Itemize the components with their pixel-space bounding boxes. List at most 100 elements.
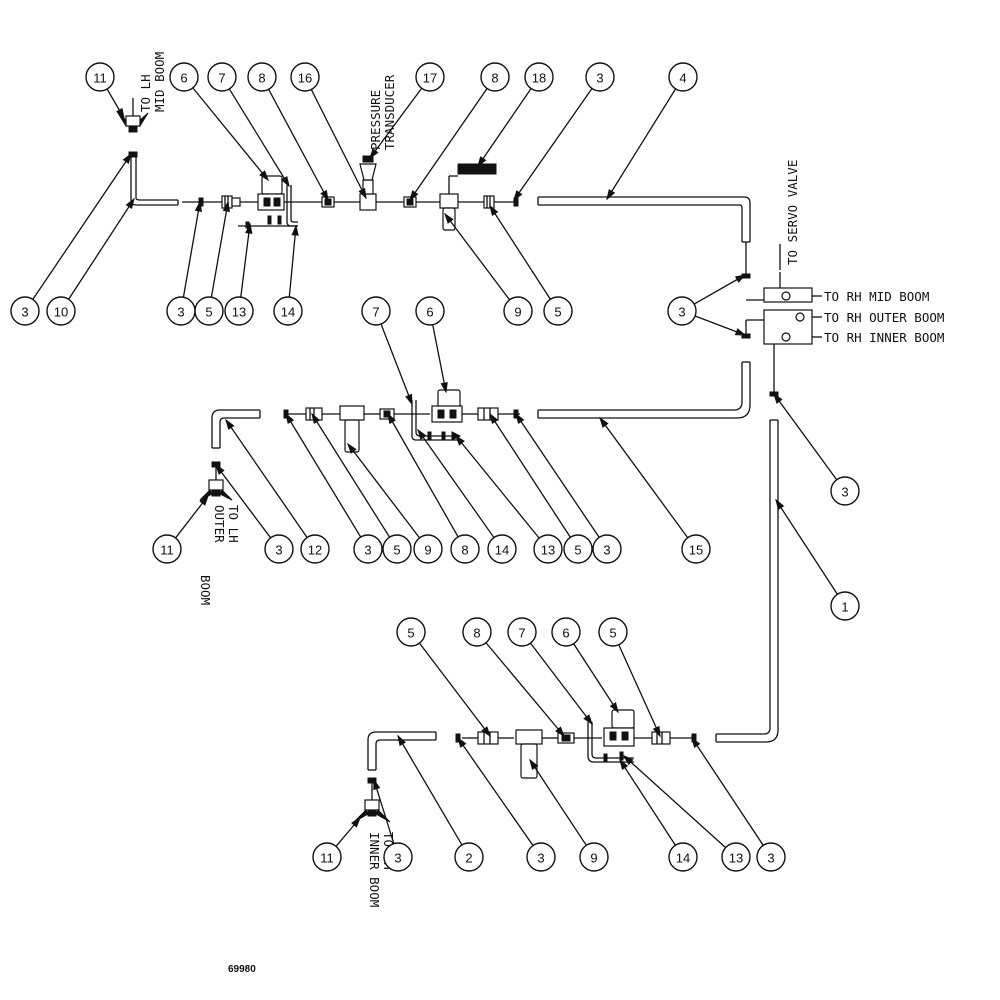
callout-circle (830, 476, 860, 506)
callout-circle (592, 534, 622, 564)
leader-line-8 (268, 89, 329, 201)
leader-arrowhead (311, 412, 321, 425)
leader-arrowhead (599, 416, 609, 428)
leader-arrowhead (619, 758, 629, 770)
hose-4 (538, 196, 751, 242)
callout-3: 3 (264, 534, 294, 564)
callout-circle (207, 62, 237, 92)
leader-line-3 (373, 779, 395, 844)
callout-number: 14 (676, 851, 690, 866)
callout-number: 7 (372, 305, 379, 320)
callout-number: 8 (473, 626, 480, 641)
callout-11: 11 (312, 842, 342, 872)
leader-arrowhead (122, 152, 132, 164)
leader-arrowhead (583, 714, 593, 726)
callout-circle (721, 842, 751, 872)
callout-circle (507, 617, 537, 647)
leader-line-9 (444, 213, 511, 301)
leader-arrowhead (440, 381, 448, 394)
solenoid-valve-6 (257, 175, 285, 211)
callout-circle (194, 296, 224, 326)
callout-number: 14 (495, 543, 509, 558)
leader-line-3 (693, 274, 746, 305)
callout-14: 14 (668, 842, 698, 872)
callout-circle (152, 534, 182, 564)
hose-12 (211, 409, 260, 448)
callout-5: 5 (382, 534, 412, 564)
solenoid-valve-6 (603, 709, 635, 747)
callout-3: 3 (353, 534, 383, 564)
callout-3: 3 (526, 842, 556, 872)
callout-number: 9 (590, 851, 597, 866)
callout-number: 5 (554, 305, 561, 320)
callout-6: 6 (551, 617, 581, 647)
text-labels: TO LH MID BOOM PRESSURE TRANSDUCER TO SE… (138, 52, 944, 975)
callout-3: 3 (830, 476, 860, 506)
callout-circle (85, 62, 115, 92)
bracket-14 (587, 722, 634, 763)
leader-line-5 (618, 644, 661, 737)
solenoid-valve-6 (431, 389, 463, 423)
leader-arrowhead (529, 758, 539, 770)
leader-arrowhead (116, 107, 125, 120)
leader-arrowhead (555, 726, 566, 738)
label-pressure: PRESSURE (368, 90, 383, 150)
leader-arrowhead (773, 392, 783, 404)
leader-line-5 (311, 413, 391, 538)
callout-1: 1 (830, 591, 860, 621)
servo-manifold (741, 242, 822, 397)
leader-arrowhead (285, 412, 295, 425)
leader-line-5 (210, 201, 229, 298)
callout-number: 8 (461, 543, 468, 558)
hose-2 (367, 731, 436, 770)
leader-line-14 (619, 759, 676, 846)
leader-arrowhead (245, 222, 253, 234)
callout-13: 13 (721, 842, 751, 872)
module-18 (457, 163, 497, 175)
callout-number: 11 (320, 851, 334, 866)
callout-3: 3 (756, 842, 786, 872)
leader-arrowhead (457, 736, 467, 748)
callout-number: 7 (518, 626, 525, 641)
leader-line-3 (182, 201, 201, 298)
hose-15 (538, 362, 743, 411)
callout-circle (361, 296, 391, 326)
leader-line-14 (417, 429, 495, 538)
screw-13 (619, 751, 624, 761)
callout-number: 9 (424, 543, 431, 558)
callout-circle (579, 842, 609, 872)
callout-7: 7 (361, 296, 391, 326)
callout-number: 5 (574, 543, 581, 558)
adapter-5 (221, 195, 241, 209)
callout-13: 13 (533, 534, 563, 564)
leader-line-15 (599, 417, 689, 539)
leader-arrowhead (775, 498, 785, 510)
bottom-parts (353, 709, 697, 823)
leader-line-6 (432, 324, 447, 393)
tee-fitting-11 (117, 98, 149, 133)
callout-number: 15 (689, 543, 703, 558)
leader-line-9 (529, 759, 587, 846)
label-to-lh-inner-line2: INNER BOOM (367, 832, 382, 907)
leader-line-5 (489, 205, 551, 300)
callout-circle (756, 842, 786, 872)
callout-13: 13 (224, 296, 254, 326)
callout-9: 9 (413, 534, 443, 564)
leader-arrowhead (347, 442, 357, 454)
callout-8: 8 (247, 62, 277, 92)
callout-circle (382, 534, 412, 564)
callout-number: 7 (218, 71, 225, 86)
callout-6: 6 (415, 296, 445, 326)
callout-number: 17 (423, 71, 437, 86)
leader-arrowhead (397, 734, 406, 747)
callout-number: 1 (841, 600, 848, 615)
callout-circle (273, 296, 303, 326)
callout-7: 7 (207, 62, 237, 92)
callout-number: 6 (180, 71, 187, 86)
callout-4: 4 (668, 62, 698, 92)
leader-line-4 (606, 88, 677, 200)
label-to-lh-outer-line1: TO LH (226, 505, 241, 543)
label-to-lh-outer-line2: OUTER (212, 505, 227, 543)
callout-number: 5 (205, 305, 212, 320)
leader-line-3 (32, 153, 132, 300)
